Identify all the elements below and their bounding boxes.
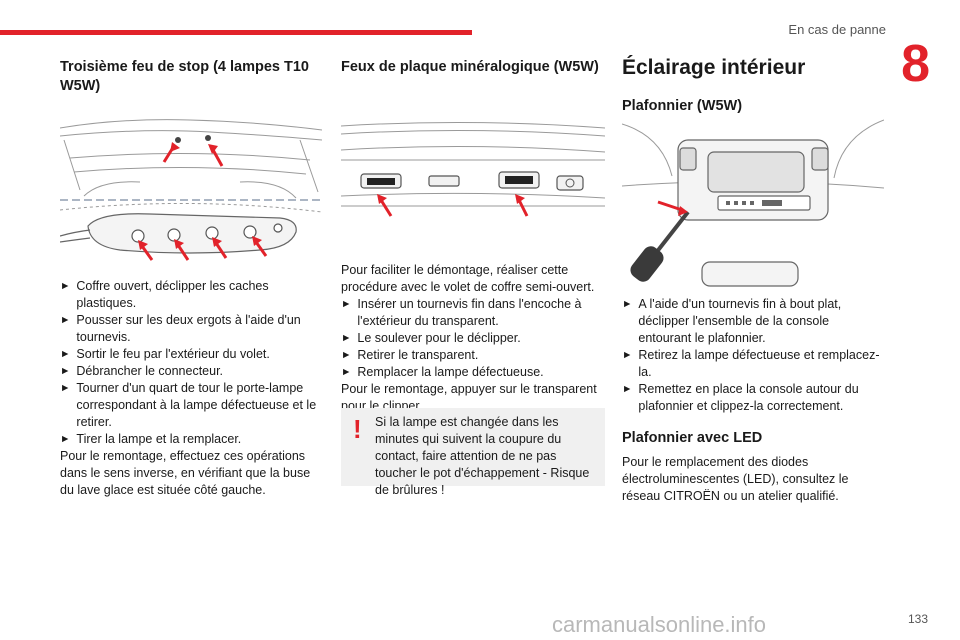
arrow-bullet-icon: ►	[60, 433, 71, 445]
steps-courtesy-light: ►A l'aide d'un tournevis fin à bout plat…	[622, 296, 884, 505]
warning-exclamation-icon: !	[353, 414, 362, 444]
heading-third-brake-light: Troisième feu de stop (4 lampes T10 W5W)	[60, 59, 309, 94]
page-number: 133	[907, 612, 928, 626]
step-item: ►Débrancher le connecteur.	[60, 364, 224, 378]
step-item: ►Sortir le feu par l'extérieur du volet.	[60, 347, 270, 361]
arrow-bullet-icon: ►	[341, 349, 352, 361]
chapter-number: 8	[901, 35, 930, 93]
subheading-led-light: Plafonnier avec LED	[622, 430, 763, 446]
illustration-license-plate-lights	[341, 121, 605, 217]
warning-box: ! Si la lampe est changée dans les minut…	[341, 408, 605, 497]
step-item: ►Coffre ouvert, déclipper les caches pla…	[60, 279, 269, 310]
reassembly-note: Pour le remontage, effectuez ces opérati…	[60, 449, 311, 497]
arrow-bullet-icon: ►	[60, 280, 71, 292]
warning-text: Si la lampe est changée dans les minutes…	[375, 415, 590, 497]
led-text: Pour le remplacement des diodes électrol…	[622, 455, 849, 503]
step-item: ►Le soulever pour le déclipper.	[341, 331, 521, 345]
step-item: ►Retirez la lampe défectueuse et remplac…	[622, 348, 880, 379]
arrow-bullet-icon: ►	[622, 349, 633, 361]
illustration-courtesy-light	[622, 119, 884, 287]
chapter-color-bar	[0, 30, 472, 35]
arrow-bullet-icon: ►	[341, 366, 352, 378]
arrow-bullet-icon: ►	[341, 298, 352, 310]
arrow-bullet-icon: ►	[341, 332, 352, 344]
steps-third-brake-light: ►Coffre ouvert, déclipper les caches pla…	[60, 278, 322, 499]
arrow-bullet-icon: ►	[60, 365, 71, 377]
column-third-brake-light: Troisième feu de stop (4 lampes T10 W5W)	[60, 58, 322, 96]
step-item: ►Remettez en place la console autour du …	[622, 382, 859, 413]
step-item: ►Tirer la lampe et la remplacer.	[60, 432, 242, 446]
step-item: ►Insérer un tournevis fin dans l'encoche…	[341, 297, 582, 328]
arrow-bullet-icon: ►	[622, 298, 633, 310]
step-item: ►Remplacer la lampe défectueuse.	[341, 365, 544, 379]
arrow-bullet-icon: ►	[60, 382, 71, 394]
column-interior-lighting: Éclairage intérieur Plafonnier (W5W)	[622, 56, 884, 116]
steps-license-plate-lights: Pour faciliter le démontage, réaliser ce…	[341, 262, 605, 415]
intro-text: Pour faciliter le démontage, réaliser ce…	[341, 263, 595, 294]
step-item: ►Tourner d'un quart de tour le porte-lam…	[60, 381, 317, 429]
column-license-plate-lights: Feux de plaque minéralogique (W5W)	[341, 58, 605, 77]
arrow-bullet-icon: ►	[60, 314, 71, 326]
step-item: ►A l'aide d'un tournevis fin à bout plat…	[622, 297, 842, 345]
arrow-bullet-icon: ►	[622, 383, 633, 395]
section-title: En cas de panne	[788, 22, 886, 37]
illustration-third-brake-light	[60, 119, 322, 261]
watermark: carmanualsonline.info	[552, 612, 767, 637]
heading-license-plate-lights: Feux de plaque minéralogique (W5W)	[341, 59, 599, 75]
heading-interior-lighting: Éclairage intérieur	[622, 56, 806, 79]
step-item: ►Retirer le transparent.	[341, 348, 479, 362]
subheading-courtesy-light: Plafonnier (W5W)	[622, 98, 743, 114]
step-item: ►Pousser sur les deux ergots à l'aide d'…	[60, 313, 301, 344]
arrow-bullet-icon: ►	[60, 348, 71, 360]
